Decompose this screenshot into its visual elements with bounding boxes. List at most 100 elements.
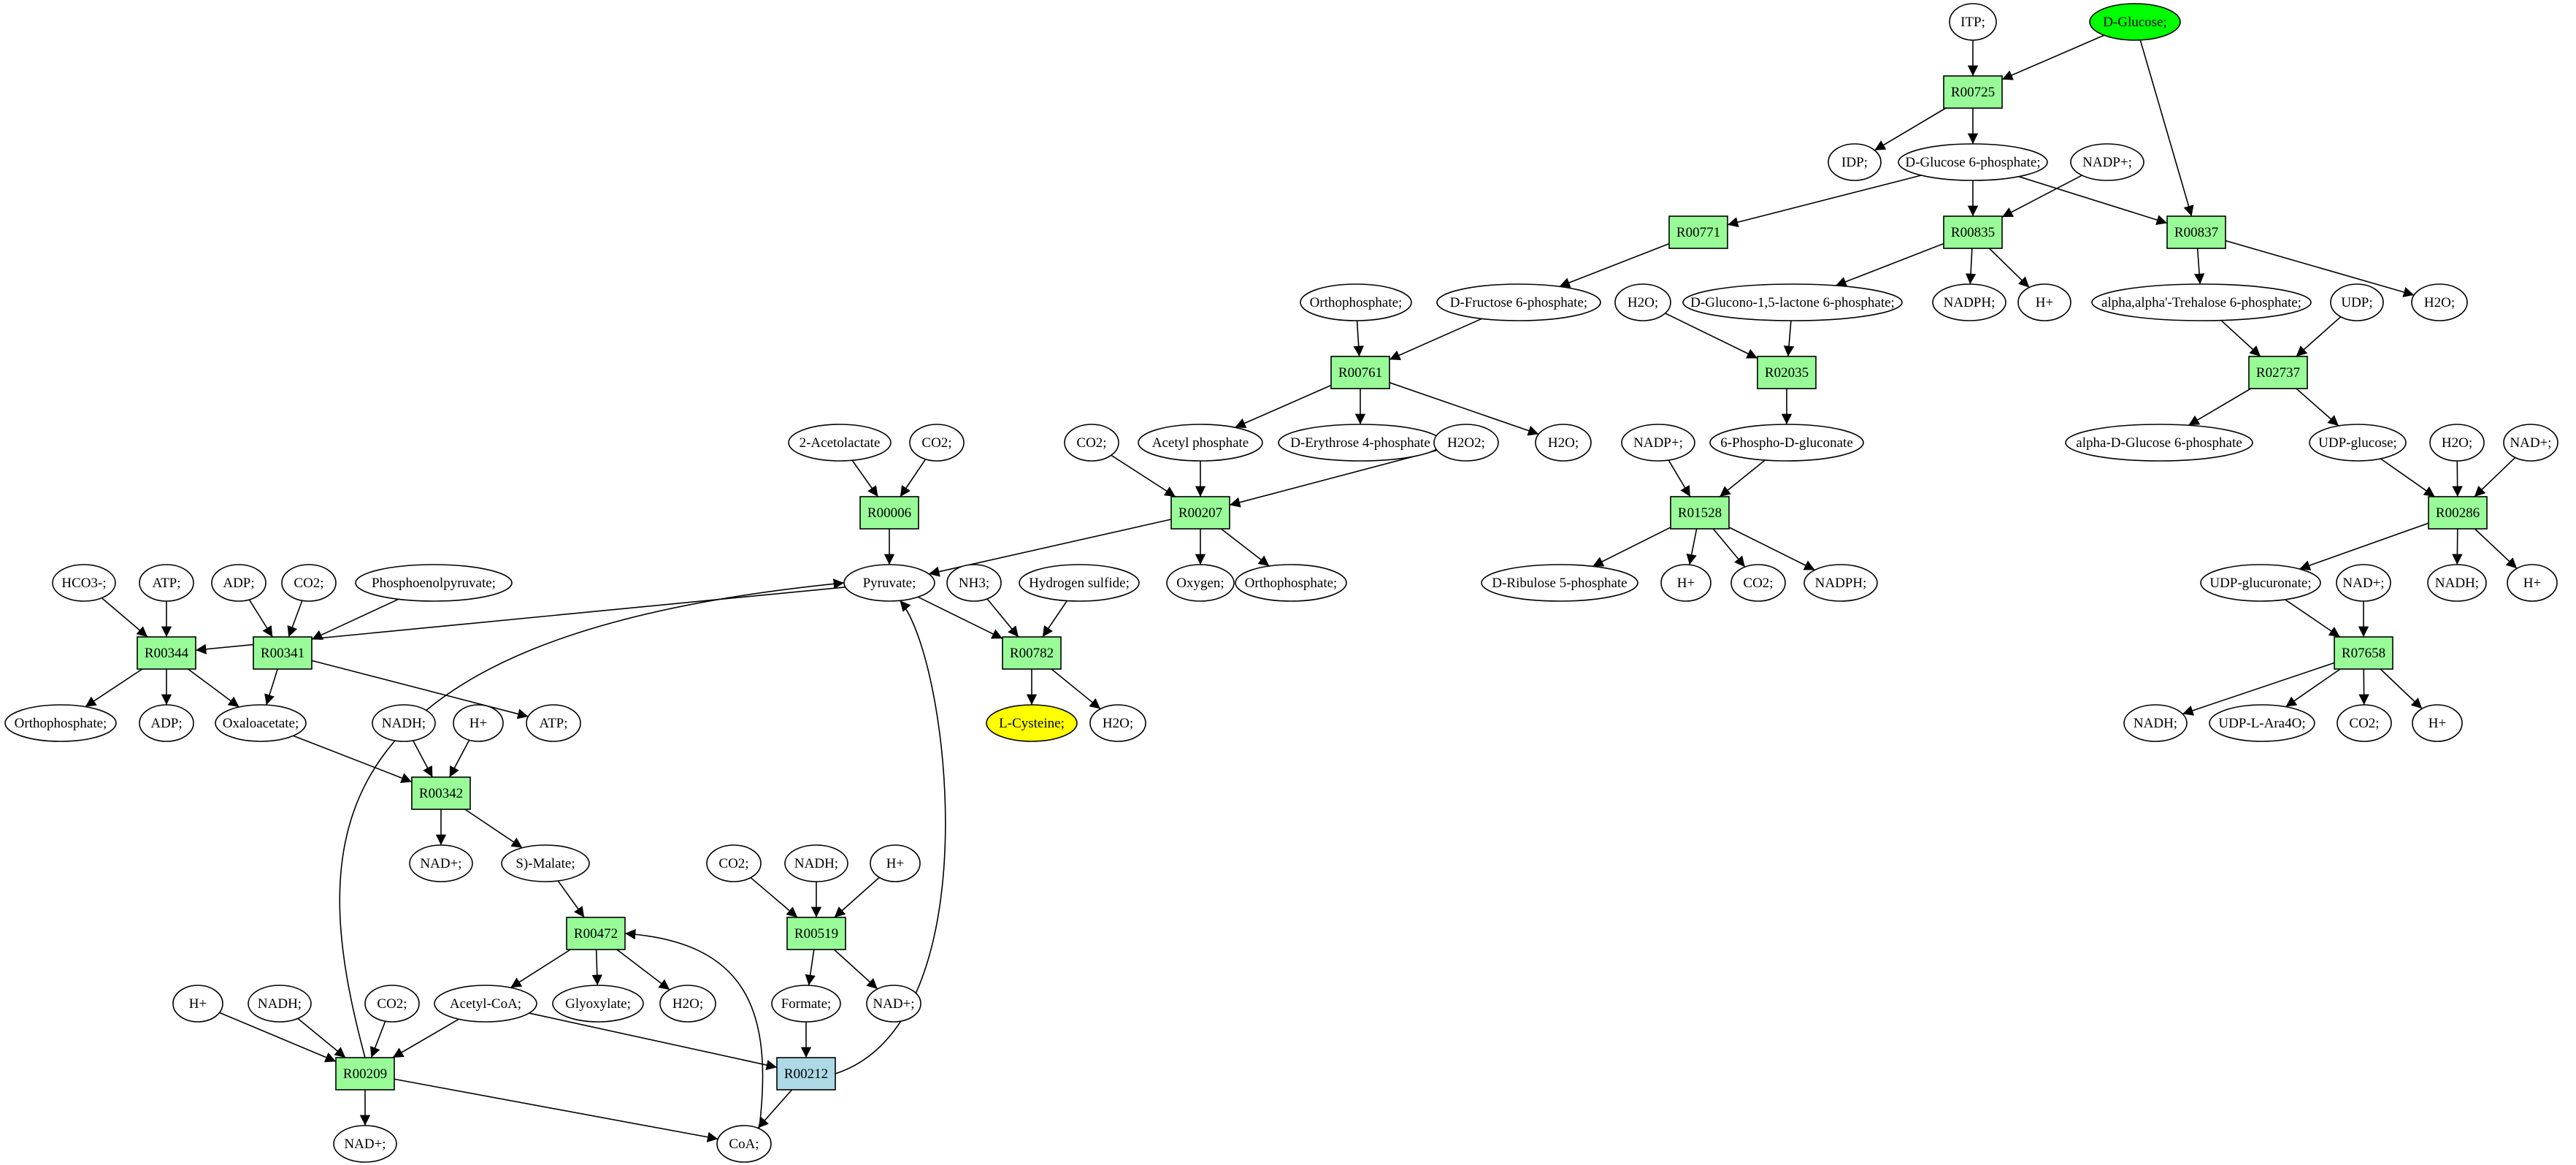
compound-ellipse	[706, 844, 762, 882]
reaction-node-R00286: R00286	[2428, 496, 2488, 530]
node-label: H+	[1677, 576, 1695, 591]
node-label: alpha-D-Glucose 6-phosphate	[2076, 435, 2242, 451]
compound-node-h2o5: H2O;	[1089, 704, 1146, 742]
compound-node-acetylcoa: Acetyl-CoA;	[434, 985, 537, 1023]
node-label: CO2;	[718, 856, 748, 871]
compound-ellipse	[2089, 3, 2181, 41]
node-label: R00212	[784, 1066, 828, 1082]
reaction-node-R00341: R00341	[253, 636, 313, 670]
node-label: R00006	[867, 505, 911, 521]
compound-ellipse	[2091, 283, 2312, 321]
edge-smalate-to-R00472	[557, 880, 585, 918]
edge-udp-to-R02737	[2296, 316, 2342, 357]
reaction-node-R00725: R00725	[1943, 75, 2003, 109]
edge-R00519-to-nad6	[833, 949, 878, 990]
compound-ellipse	[1682, 283, 1903, 321]
reaction-box	[2428, 496, 2488, 530]
node-label: R00835	[1951, 225, 1995, 240]
reaction-box	[776, 1057, 836, 1090]
compound-node-h2s: Hydrogen sulfide;	[1019, 564, 1140, 602]
compound-node-nadh4: NADH;	[784, 844, 848, 882]
compound-ellipse	[1709, 424, 1864, 462]
compound-ellipse	[909, 424, 965, 462]
reaction-node-R00472: R00472	[566, 917, 626, 950]
node-label: R00782	[1010, 646, 1054, 661]
node-label: NADH;	[258, 996, 302, 1012]
compound-node-co2g: CO2;	[364, 985, 420, 1023]
compound-ellipse	[355, 564, 513, 602]
edge-R00344-to-oxaloacetate	[188, 668, 239, 708]
compound-node-atp1: ATP;	[139, 564, 194, 602]
compound-ellipse	[552, 985, 644, 1023]
compound-node-co2a: CO2;	[909, 424, 965, 462]
compound-ellipse	[4, 704, 117, 742]
edge-R00725-to-idp	[1874, 107, 1947, 151]
compound-ellipse	[843, 564, 935, 602]
node-label: NAD+;	[2510, 435, 2551, 451]
node-label: Oxaloacetate;	[223, 716, 299, 731]
node-label: NAD+;	[344, 1137, 386, 1152]
compound-node-ortho3: Orthophosphate;	[4, 704, 117, 742]
edge-g6p-to-R00837	[2018, 175, 2168, 226]
node-label: Pyruvate;	[863, 576, 916, 591]
compound-node-pep: Phosphoenolpyruvate;	[355, 564, 513, 602]
compound-ellipse	[1828, 143, 1882, 181]
node-label: UDP-L-Ara4O;	[2218, 716, 2305, 731]
node-label: NADH;	[794, 856, 838, 871]
compound-ellipse	[2123, 704, 2188, 742]
compound-ellipse	[771, 985, 841, 1023]
edge-hplus6-to-R00519	[834, 876, 880, 918]
node-label: ATP;	[539, 716, 567, 731]
reaction-node-R00207: R00207	[1170, 496, 1230, 530]
compound-ellipse	[1138, 424, 1263, 462]
compound-ellipse	[372, 704, 436, 742]
compound-node-nadh5: NADH;	[248, 985, 312, 1023]
edge-oxaloacetate-to-R00342	[293, 735, 413, 783]
reaction-box	[335, 1057, 395, 1090]
reaction-node-R00837: R00837	[2166, 215, 2226, 249]
edge-co2f-to-R00519	[750, 876, 798, 918]
compound-node-oxygen: Oxygen;	[1166, 564, 1235, 602]
compound-node-itp: ITP;	[1949, 3, 1997, 41]
node-label: CO2;	[2349, 716, 2379, 731]
reaction-node-R00771: R00771	[1668, 215, 1728, 249]
reaction-box	[1943, 75, 2003, 109]
reaction-box	[1943, 215, 2003, 249]
compound-node-acetylp: Acetyl phosphate	[1138, 424, 1263, 462]
compound-ellipse	[1614, 283, 1671, 321]
compound-node-nadp4: NAD+;	[2336, 564, 2391, 602]
compound-node-nadpp2: NADP+;	[1621, 424, 1695, 462]
edge-R07658-to-udparaf	[2285, 668, 2341, 708]
compound-node-h2o1: H2O;	[1614, 283, 1671, 321]
compound-node-nad7: NAD+;	[333, 1125, 397, 1163]
edge-R00835-to-glucono	[1835, 242, 1944, 287]
edge-R00837-to-trehalose	[2193, 248, 2205, 285]
compound-ellipse	[2017, 283, 2071, 321]
compound-ellipse	[1481, 564, 1638, 602]
node-label: UDP-glucose;	[2318, 435, 2397, 451]
edge-R01528-to-co2d	[1712, 528, 1746, 568]
node-label: 6-Phospho-D-gluconate	[1720, 435, 1853, 451]
edge-hplus5-to-R00342	[448, 739, 470, 778]
compound-node-hplus3: H+	[2507, 564, 2558, 602]
node-label: IDP;	[1841, 155, 1868, 170]
compound-ellipse	[2411, 283, 2468, 321]
compound-ellipse	[501, 844, 590, 882]
compound-node-hplus5: H+	[453, 704, 504, 742]
node-label: R00472	[574, 926, 618, 941]
compound-ellipse	[2070, 143, 2144, 181]
compound-node-phosphogluconate: 6-Phospho-D-gluconate	[1709, 424, 1864, 462]
node-label: H2O;	[2442, 435, 2472, 451]
edge-R00761-to-acetylp	[1235, 384, 1332, 429]
edge-R00472-to-acetylcoa	[510, 949, 571, 988]
compound-ellipse	[1621, 424, 1695, 462]
node-label: R00341	[261, 646, 304, 661]
compound-ellipse	[1949, 3, 1997, 41]
node-label: Phosphoenolpyruvate;	[372, 576, 496, 591]
compound-node-oxaloacetate: Oxaloacetate;	[215, 704, 307, 742]
edge-hplus7-to-R00209	[219, 1012, 337, 1063]
compound-node-co2f: CO2;	[706, 844, 762, 882]
reaction-box	[137, 636, 196, 670]
reaction-box	[1330, 356, 1390, 389]
edge-glucono-to-R02035	[1783, 320, 1795, 357]
